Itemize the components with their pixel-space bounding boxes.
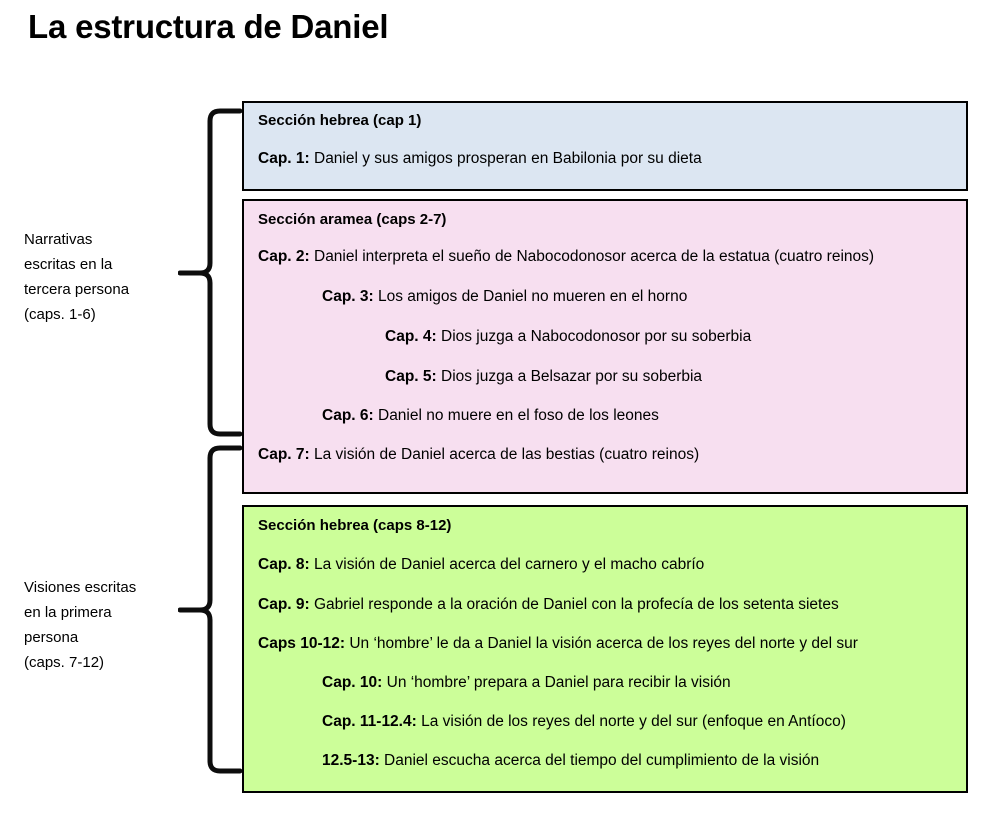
section-heading-hebrew-1: Sección hebrea (cap 1)	[258, 112, 422, 129]
chapter-text: Un ‘hombre’ prepara a Daniel para recibi…	[382, 674, 731, 691]
chapter-line: Cap. 10: Un ‘hombre’ prepara a Daniel pa…	[322, 674, 731, 692]
chapter-text: Dios juzga a Nabocodonosor por su soberb…	[436, 328, 752, 345]
side-label-visions: Visiones escritas en la primera persona …	[24, 579, 137, 671]
page-title: La estructura de Daniel	[28, 8, 389, 45]
chapter-line: Cap. 6: Daniel no muere en el foso de lo…	[322, 407, 659, 425]
chapter-text: Daniel interpreta el sueño de Nabocodono…	[309, 248, 875, 265]
chapter-line: Cap. 7: La visión de Daniel acerca de la…	[258, 446, 699, 464]
section-heading-aramaic: Sección aramea (caps 2-7)	[258, 211, 447, 228]
chapter-line: 12.5-13: Daniel escucha acerca del tiemp…	[322, 752, 819, 770]
chapter-text: Daniel escucha acerca del tiempo del cum…	[379, 752, 820, 769]
side-label-narratives: Narrativas escritas en la tercera person…	[24, 231, 130, 323]
chapter-text: Daniel y sus amigos prosperan en Babilon…	[309, 150, 702, 167]
section-box-hebrew-1: Sección hebrea (cap 1) Cap. 1: Daniel y …	[242, 101, 968, 191]
chapter-line: Cap. 9: Gabriel responde a la oración de…	[258, 596, 839, 614]
chapter-label: 12.5-13:	[322, 752, 380, 769]
chapter-text: La visión de los reyes del norte y del s…	[416, 713, 846, 730]
chapter-label: Caps 10-12:	[258, 635, 346, 652]
chapter-line: Cap. 1: Daniel y sus amigos prosperan en…	[258, 150, 702, 168]
chapter-line: Cap. 5: Dios juzga a Belsazar por su sob…	[385, 368, 702, 386]
chapter-text: Los amigos de Daniel no mueren en el hor…	[373, 288, 688, 305]
chapter-label: Cap. 3:	[322, 288, 374, 305]
chapter-label: Cap. 5:	[385, 368, 437, 385]
chapter-line: Cap. 8: La visión de Daniel acerca del c…	[258, 556, 704, 574]
chapter-text: Un ‘hombre’ le da a Daniel la visión ace…	[345, 635, 858, 652]
chapter-label: Cap. 8:	[258, 556, 310, 573]
section-box-hebrew-2: Sección hebrea (caps 8-12) Cap. 8: La vi…	[242, 505, 968, 793]
section-box-aramaic: Sección aramea (caps 2-7) Cap. 2: Daniel…	[242, 199, 968, 494]
chapter-label: Cap. 11-12.4:	[322, 713, 417, 730]
chapter-label: Cap. 7:	[258, 446, 310, 463]
chapter-line: Cap. 2: Daniel interpreta el sueño de Na…	[258, 248, 874, 266]
chapter-label: Cap. 10:	[322, 674, 383, 691]
bracket-visions	[178, 442, 244, 777]
section-heading-hebrew-2: Sección hebrea (caps 8-12)	[258, 517, 452, 534]
chapter-line: Cap. 4: Dios juzga a Nabocodonosor por s…	[385, 328, 751, 346]
chapter-text: La visión de Daniel acerca del carnero y…	[309, 556, 705, 573]
chapter-line: Cap. 11-12.4: La visión de los reyes del…	[322, 713, 846, 731]
chapter-text: Dios juzga a Belsazar por su soberbia	[436, 368, 703, 385]
chapter-text: Daniel no muere en el foso de los leones	[373, 407, 659, 424]
chapter-line: Caps 10-12: Un ‘hombre’ le da a Daniel l…	[258, 635, 858, 653]
bracket-narratives-shape	[178, 108, 243, 437]
bracket-visions-shape	[178, 445, 243, 774]
chapter-label: Cap. 4:	[385, 328, 437, 345]
chapter-label: Cap. 6:	[322, 407, 374, 424]
chapter-label: Cap. 2:	[258, 248, 310, 265]
chapter-line: Cap. 3: Los amigos de Daniel no mueren e…	[322, 288, 687, 306]
chapter-label: Cap. 1:	[258, 150, 310, 167]
chapter-label: Cap. 9:	[258, 596, 310, 613]
chapter-text: Gabriel responde a la oración de Daniel …	[309, 596, 839, 613]
chapter-text: La visión de Daniel acerca de las bestia…	[309, 446, 700, 463]
bracket-narratives	[178, 105, 244, 440]
